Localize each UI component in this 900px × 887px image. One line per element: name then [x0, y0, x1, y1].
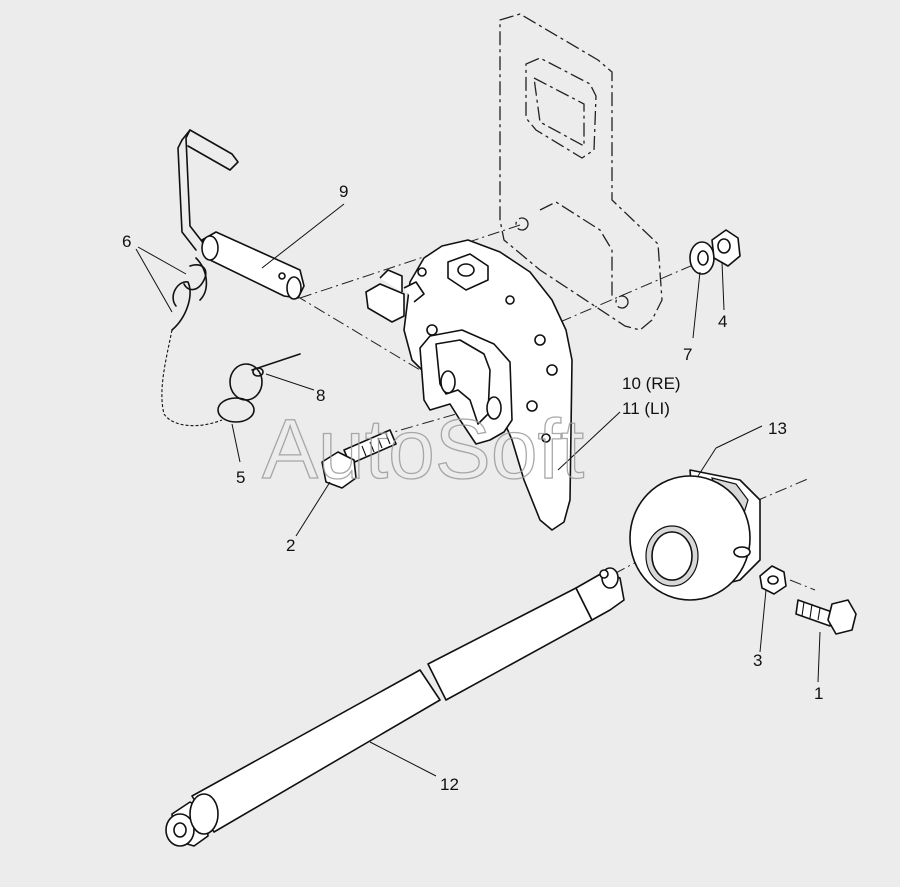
spring-clip-part-6 — [171, 257, 208, 331]
callout-7: 7 — [683, 345, 692, 364]
callout-11: 11 (LI) — [622, 399, 670, 418]
pin-part-9 — [177, 129, 305, 300]
watermark: AutoSoft — [262, 402, 584, 496]
shaft-part-12 — [165, 567, 625, 847]
callout-1: 1 — [814, 684, 823, 703]
washer-part-7 — [689, 241, 715, 275]
leader-lines — [135, 203, 821, 777]
callout-2: 2 — [286, 536, 295, 555]
callout-9: 9 — [339, 182, 348, 201]
callout-5: 5 — [236, 468, 245, 487]
callout-3: 3 — [753, 651, 762, 670]
nut-part-3 — [759, 565, 787, 595]
nut-part-4 — [711, 229, 741, 267]
callout-10: 10 (RE) — [622, 374, 681, 393]
callout-13: 13 — [768, 419, 787, 438]
callout-labels: 9 6 8 5 2 7 4 10 (RE) 11 (LI) 13 3 1 12 — [122, 182, 823, 794]
bracket-clip — [365, 269, 425, 323]
callout-4: 4 — [718, 312, 727, 331]
callout-6: 6 — [122, 232, 131, 251]
mounting-plate-phantom — [499, 13, 663, 331]
callout-8: 8 — [316, 386, 325, 405]
bolt-part-2 — [321, 429, 397, 489]
chain-and-ring-part-5 — [161, 329, 301, 427]
bracket-part-10-11 — [403, 239, 573, 531]
bolt-part-1 — [795, 599, 857, 635]
callout-12: 12 — [440, 775, 459, 794]
sleeve-part-13 — [629, 469, 761, 601]
